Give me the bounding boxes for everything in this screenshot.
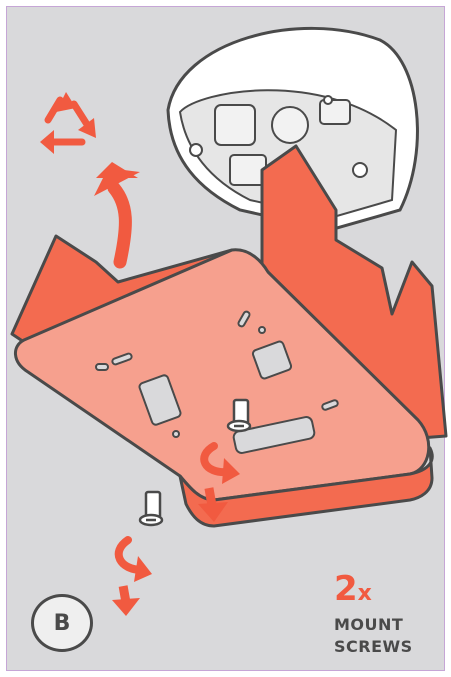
caption-line-2: SCREWS <box>334 636 413 658</box>
quantity-label: 2x <box>334 572 372 606</box>
curved-arrow-up-icon <box>94 162 140 262</box>
down-arrow-icon <box>112 585 140 616</box>
screw-icon <box>140 492 162 525</box>
quantity-number: 2 <box>334 569 358 609</box>
step-badge: B <box>31 594 93 652</box>
recycle-icon <box>40 92 96 154</box>
caption-line-1: MOUNT <box>334 614 413 636</box>
rotate-arrow-icon <box>119 540 152 582</box>
parts-caption: MOUNT SCREWS <box>334 614 413 658</box>
quantity-multiplier: x <box>358 581 372 606</box>
step-letter: B <box>54 611 71 636</box>
